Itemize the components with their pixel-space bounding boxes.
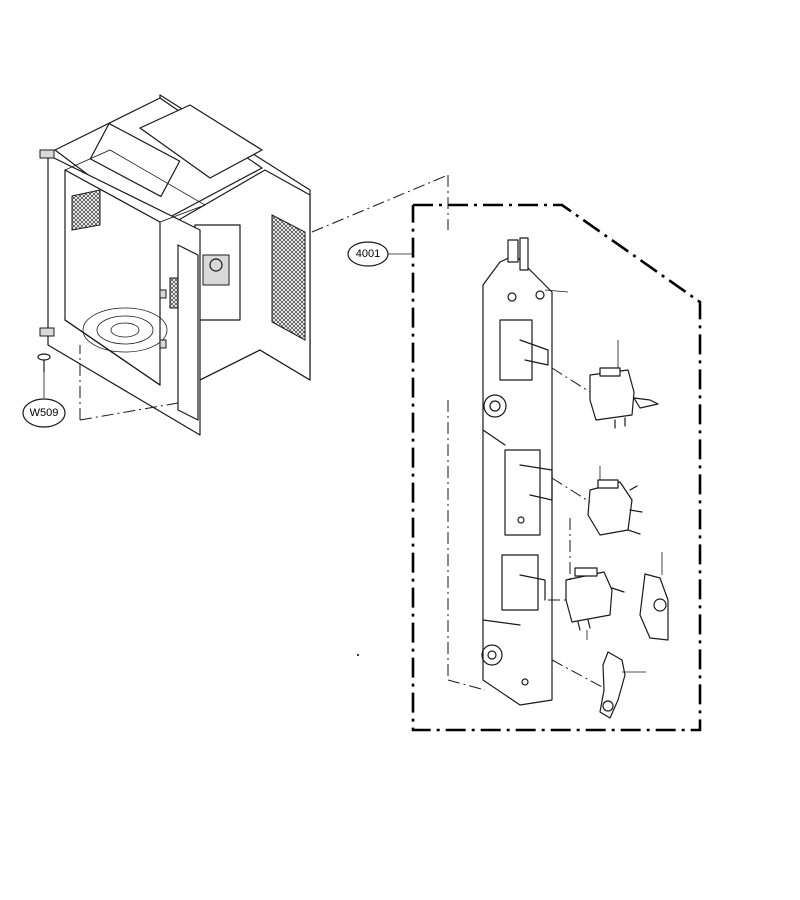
micro-switch-middle: [587, 466, 643, 536]
assembly-callout: 4001: [347, 241, 413, 267]
oven-cavity-assembly: [39, 94, 311, 436]
assembly-callout-label: 4001: [356, 248, 380, 260]
board-leader: [544, 289, 569, 293]
micro-switch-top: [589, 340, 659, 429]
projection-lines: [79, 174, 486, 691]
switch-1-guide: [551, 367, 591, 393]
screw-callout-label: W509: [30, 407, 59, 419]
switch-2-guide: [551, 477, 591, 503]
screw-callout: W509: [22, 398, 66, 428]
lever-part: [639, 552, 669, 641]
hook-guide: [551, 659, 605, 689]
hook-latch-part: [599, 651, 646, 719]
screw-part: [37, 353, 51, 373]
assembly-boundary: [411, 203, 702, 732]
latch-board: [481, 237, 553, 706]
stray-dot: [357, 654, 359, 656]
micro-switch-bottom: [565, 567, 625, 640]
